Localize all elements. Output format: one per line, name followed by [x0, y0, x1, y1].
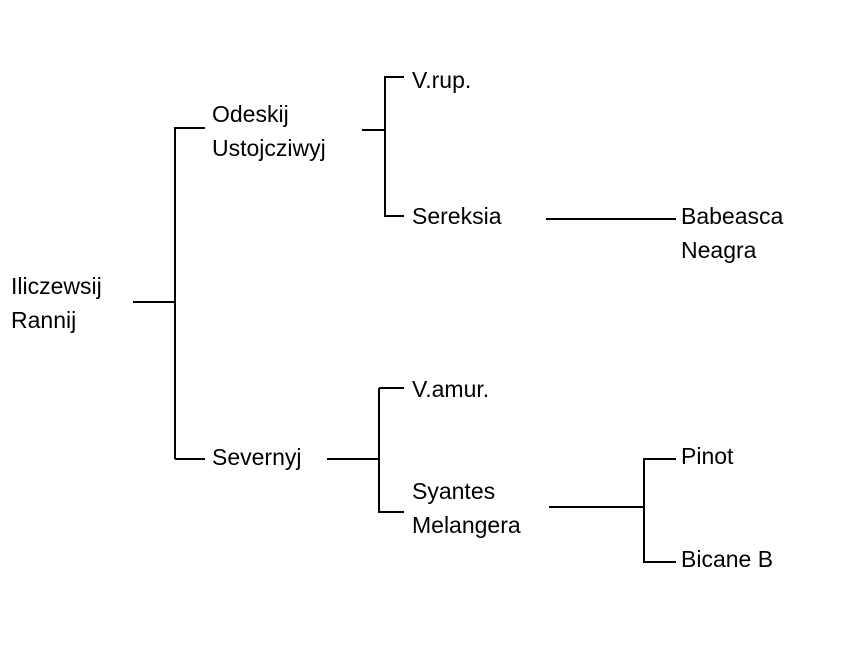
node-syantes-line-2: Melangera: [412, 512, 521, 538]
node-pinot: Pinot: [681, 439, 733, 473]
node-root: Iliczewsij Rannij: [11, 269, 102, 337]
node-babeasca-line-2: Neagra: [681, 237, 757, 263]
node-vrup-text: V.rup.: [412, 67, 472, 93]
node-syantes: Syantes Melangera: [412, 474, 521, 542]
node-severnyj: Severnyj: [212, 440, 301, 474]
node-severnyj-text: Severnyj: [212, 444, 302, 470]
node-vrup: V.rup.: [412, 63, 471, 97]
node-pinot-text: Pinot: [681, 443, 734, 469]
node-sereksia-text: Sereksia: [412, 203, 502, 229]
node-babeasca-line-1: Babeasca: [681, 203, 784, 229]
node-root-line-1: Iliczewsij: [11, 273, 102, 299]
node-vamur-text: V.amur.: [412, 376, 490, 402]
node-sereksia: Sereksia: [412, 199, 501, 233]
node-root-line-2: Rannij: [11, 307, 77, 333]
node-vamur: V.amur.: [412, 372, 489, 406]
node-babeasca: Babeasca Neagra: [681, 199, 783, 267]
node-syantes-line-1: Syantes: [412, 478, 496, 504]
node-bicane: Bicane B: [681, 542, 773, 576]
node-odeskij-line-1: Odeskij: [212, 101, 289, 127]
node-odeskij: Odeskij Ustojcziwyj: [212, 97, 326, 165]
node-bicane-text: Bicane B: [681, 546, 774, 572]
node-odeskij-line-2: Ustojcziwyj: [212, 135, 326, 161]
